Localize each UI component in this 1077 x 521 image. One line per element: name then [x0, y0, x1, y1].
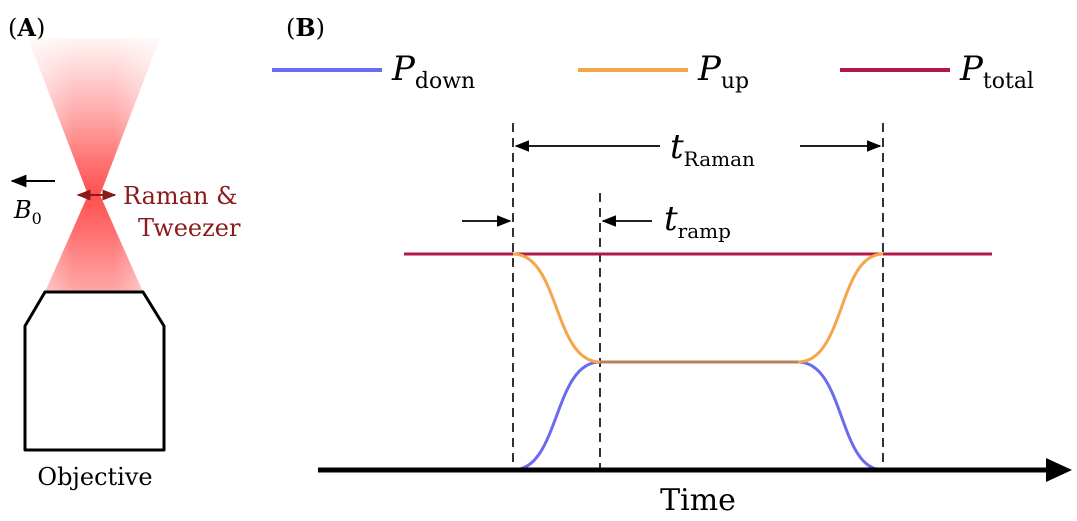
panel-b-label: (B)	[286, 13, 325, 42]
timing-markers	[512, 123, 884, 470]
legend-label-up: Pup	[697, 49, 749, 94]
power-curves	[404, 252, 992, 472]
beam-label-line2: Tweezer	[138, 214, 241, 242]
field-label: B0	[13, 196, 42, 228]
p-up-curve	[512, 252, 884, 364]
time-axis-arrowhead	[1046, 458, 1072, 482]
panel-a-label: (A)	[8, 13, 45, 42]
t-ramp-label: tramp	[664, 199, 731, 243]
t-raman-label: tRaman	[670, 127, 755, 171]
beam-label-line1: Raman &	[123, 182, 237, 210]
panel-b: (B) Pdown Pup Ptotal tRama	[272, 13, 1072, 518]
legend: Pdown Pup Ptotal	[272, 49, 1034, 94]
legend-label-total: Ptotal	[959, 49, 1034, 94]
objective-shape	[23, 290, 166, 452]
time-axis-label: Time	[660, 483, 736, 518]
p-down-curve	[512, 360, 884, 472]
objective-label: Objective	[37, 463, 152, 491]
legend-label-down: Pdown	[391, 49, 475, 94]
beam-side-fade	[28, 38, 160, 292]
laser-beam	[28, 38, 160, 292]
panel-a: (A) B0 Raman & Tweezer Objective	[8, 13, 241, 491]
